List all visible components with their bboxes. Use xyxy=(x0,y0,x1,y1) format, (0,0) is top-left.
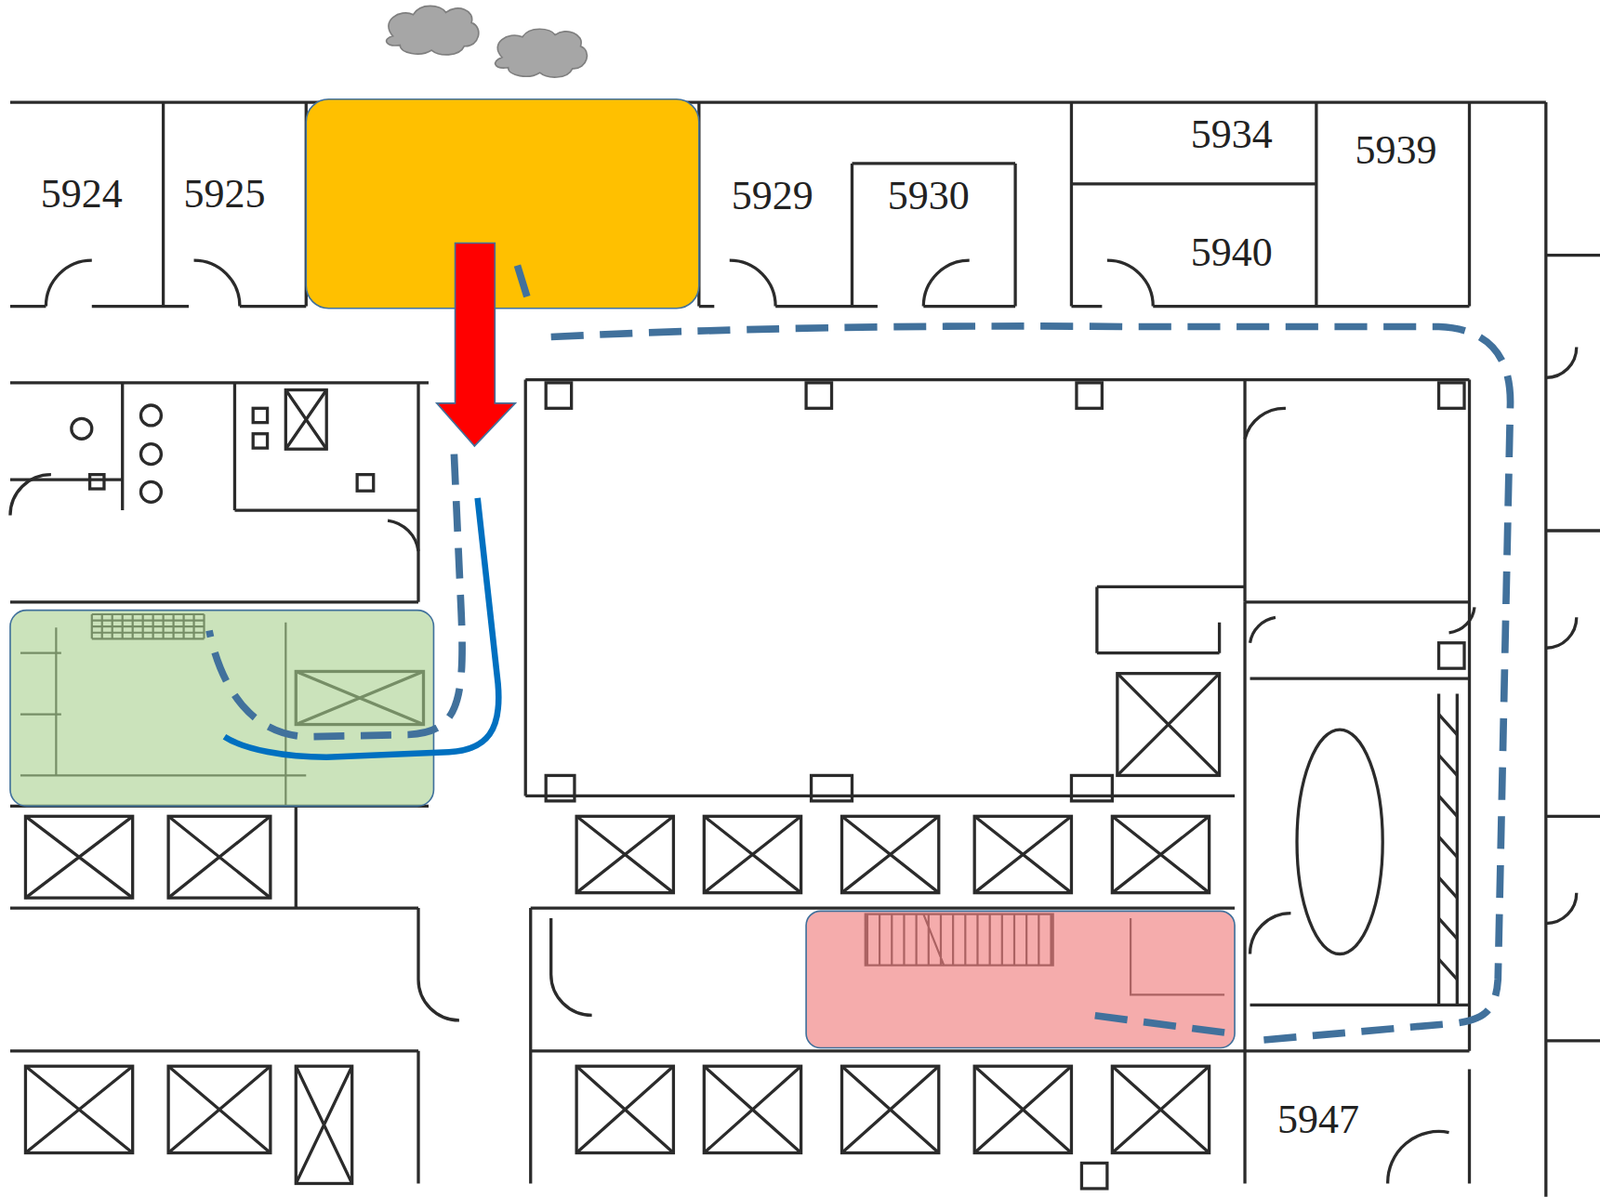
elevator-box xyxy=(703,1066,801,1153)
plan-line xyxy=(10,383,419,603)
elevator-box xyxy=(285,390,327,450)
elevator-cross xyxy=(1117,674,1220,777)
room-number: 5930 xyxy=(885,174,973,218)
green-stair-region xyxy=(10,610,434,807)
dashed-route xyxy=(209,454,463,738)
plan-line xyxy=(1071,102,1469,307)
plan-line xyxy=(10,380,1470,384)
elevator-cross xyxy=(703,1066,801,1153)
plan-line xyxy=(806,383,832,409)
elevator-cross xyxy=(1111,1066,1209,1153)
plan-line xyxy=(386,5,479,55)
plan-line xyxy=(1250,607,1475,643)
plan-line xyxy=(525,794,1235,798)
plan-line xyxy=(1439,714,1458,980)
plan-line xyxy=(495,28,588,78)
plan-line xyxy=(357,475,374,492)
dashed-route xyxy=(516,265,1510,1042)
elevator-cross xyxy=(25,1066,133,1153)
room-number: 5925 xyxy=(180,172,268,216)
elevator-box xyxy=(974,1066,1072,1153)
elevator-box xyxy=(842,816,939,893)
plan-line xyxy=(1081,1163,1107,1190)
red-arrow xyxy=(436,242,516,446)
plan-line xyxy=(811,775,853,801)
plan-line xyxy=(525,380,1469,1052)
plan-line xyxy=(10,1051,1470,1185)
plan-line xyxy=(418,908,531,1184)
elevator-cross xyxy=(168,816,271,899)
smoke-clouds xyxy=(386,5,588,78)
plan-line xyxy=(252,408,267,423)
plan-line xyxy=(1250,913,1292,955)
elevator-cross xyxy=(25,816,133,899)
plan-line xyxy=(140,481,161,503)
elevator-box xyxy=(168,1066,271,1153)
elevator-cross xyxy=(842,816,939,893)
room-number: 5940 xyxy=(1188,231,1276,275)
plan-line xyxy=(140,444,161,465)
plan-line xyxy=(252,434,267,449)
plan-line xyxy=(71,418,93,439)
plan-line xyxy=(1546,102,1600,1197)
elevator-box xyxy=(295,1066,352,1184)
plan-line xyxy=(90,475,105,490)
plan-line xyxy=(1076,383,1102,409)
room-number: 5947 xyxy=(1274,1098,1362,1142)
room-number: 5924 xyxy=(38,172,126,216)
elevator-cross xyxy=(576,816,674,893)
plan-line xyxy=(551,918,593,1016)
room-number: 5934 xyxy=(1188,113,1276,157)
elevator-cross xyxy=(285,390,327,450)
plan-line xyxy=(1439,694,1458,1006)
elevator-cross xyxy=(842,1066,939,1153)
elevator-box xyxy=(703,816,801,893)
room-number: 5929 xyxy=(728,174,817,218)
elevator-box xyxy=(974,816,1072,893)
elevator-cross xyxy=(703,816,801,893)
plan-line xyxy=(1296,729,1383,954)
plan-line xyxy=(545,383,571,409)
plan-line xyxy=(10,806,1470,1051)
elevator-box xyxy=(1111,816,1209,893)
elevator-box xyxy=(25,1066,133,1153)
elevator-box xyxy=(1117,674,1220,777)
elevator-cross xyxy=(974,1066,1072,1153)
plan-line xyxy=(1244,602,1469,1052)
elevator-box xyxy=(842,1066,939,1153)
plan-line xyxy=(1097,586,1245,653)
plan-line xyxy=(1439,383,1465,409)
elevator-cross xyxy=(168,1066,271,1153)
elevator-cross xyxy=(295,1066,352,1184)
plan-line xyxy=(1250,1004,1470,1007)
solid-route xyxy=(224,498,499,758)
elevator-cross xyxy=(576,1066,674,1153)
plan-line xyxy=(1071,775,1112,801)
elevator-box xyxy=(576,1066,674,1153)
room-number: 5939 xyxy=(1351,129,1440,172)
plan-line xyxy=(545,775,575,801)
elevator-box xyxy=(25,816,133,899)
wall-lines xyxy=(10,102,1600,1197)
elevator-cross xyxy=(974,816,1072,893)
origin-room xyxy=(305,99,700,309)
plan-line xyxy=(10,475,419,552)
plan-line xyxy=(1439,643,1465,669)
plan-line xyxy=(1071,304,1469,308)
plan-line xyxy=(1546,346,1577,924)
elevator-cross xyxy=(1111,816,1209,893)
plan-line xyxy=(1388,1131,1450,1184)
evacuation-routes xyxy=(209,265,1511,1042)
elevator-box xyxy=(168,816,271,899)
elevator-box xyxy=(1111,1066,1209,1153)
elevator-box xyxy=(576,816,674,893)
plan-line xyxy=(1244,408,1286,439)
plan-line xyxy=(140,405,161,426)
